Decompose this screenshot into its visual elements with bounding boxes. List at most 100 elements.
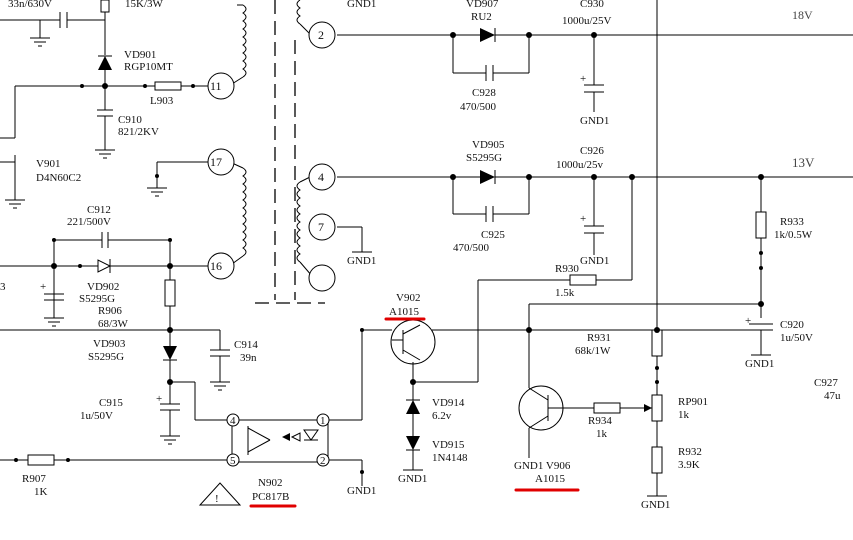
label-gnd-top: GND1 [347,0,376,10]
opto-pin-5 [226,453,240,467]
opto-pin2-label: 2 [320,455,326,467]
pin11-label: 11 [210,79,222,93]
vd914-zener-symbol [406,400,420,414]
v901-mosfet [0,155,25,209]
label-vd905: VD905 [472,139,505,151]
warning-triangle-icon: ! [198,482,242,506]
label-r907: R907 [22,473,46,485]
svg-text:+: + [580,213,586,225]
pin17-label: 17 [210,155,222,169]
pin7-ground [337,226,372,253]
vd905-diode-symbol [480,170,495,184]
label-l903: L903 [150,95,174,107]
label-vd914: VD914 [432,397,465,409]
label-d4n60c2: D4N60C2 [36,172,81,184]
label-c926-value: 1000u/25v [556,159,604,171]
pin2-label: 2 [318,28,324,42]
primary-snubber-section [0,0,209,159]
svg-text:+: + [156,393,162,405]
label-vd915-value: 1N4148 [432,452,468,464]
rp901-potentiometer [651,394,663,422]
opto-pin-2 [316,453,330,467]
pin-2 [308,21,336,49]
label-r930: R930 [555,263,579,275]
rail-18v-circuit: + [337,0,853,330]
rail-18v-label: 18V [792,8,813,22]
label-r934: R934 [588,415,612,427]
label-rgp10mt: RGP10MT [124,61,173,73]
label-rp901-value: 1k [678,409,690,421]
opto-pin1-label: 1 [320,415,326,427]
label-s5295g-vd905: S5295G [466,152,502,164]
label-gnd-vd915: GND1 [398,473,427,485]
label-c925-value: 470/500 [453,242,490,254]
label-r931: R931 [587,332,611,344]
r930-resistor [569,274,597,286]
label-r906: R906 [98,305,122,317]
label-c930-value: 1000u/25V [562,15,612,27]
label-top-res: 15K/3W [125,0,164,10]
pin17-ground [147,161,208,197]
label-gnd-divider: GND1 [641,499,670,511]
l903-inductor [154,81,182,91]
label-ru2: RU2 [471,11,492,23]
svg-text:+: + [40,281,46,293]
svg-text:!: ! [215,493,219,505]
pin16-label: 16 [210,259,222,273]
label-top-left-cap: 33n/630V [8,0,52,10]
vd902-diode-symbol [97,259,112,273]
label-vd907: VD907 [466,0,499,10]
component-labels: 33n/630V 15K/3W GND1 VD907 RU2 C930 1000… [0,0,841,511]
feedback-circuit: + [413,274,773,388]
svg-text:+: + [745,315,751,327]
svg-text:+: + [580,73,586,85]
label-r931-value: 68k/1W [575,345,611,357]
transformer-pins [207,21,336,467]
vd903-diode-symbol [163,346,177,360]
label-gnd1-v906: GND1 V906 [514,460,571,472]
label-rp901: RP901 [678,396,708,408]
label-v902: V902 [396,292,420,304]
rail-13v-label: 13V [792,155,815,170]
label-r906-value: 68/3W [98,318,129,330]
pin-17 [207,148,235,176]
label-r932: R932 [678,446,702,458]
vd901-diode-symbol [98,56,112,70]
opto-pin-4 [226,413,240,427]
label-r933-value: 1k/0.5W [774,229,813,241]
pin4-label: 4 [318,170,324,184]
label-vd901: VD901 [124,49,156,61]
label-pc817b: PC817B [252,491,289,503]
label-gnd-c930: GND1 [580,115,609,127]
aux-winding-network: + + [0,232,232,445]
label-r934-value: 1k [596,428,608,440]
label-c925: C925 [481,229,505,241]
r907-resistor [27,454,55,466]
label-c910: C910 [118,114,142,126]
label-r933: R933 [780,216,804,228]
label-c920: C920 [780,319,804,331]
label-c920-value: 1u/50V [780,332,813,344]
label-n902: N902 [258,477,282,489]
label-c915-value: 1u/50V [80,410,113,422]
label-c928: C928 [472,87,496,99]
optocoupler-n902 [231,328,392,486]
label-c914-value: 39n [240,352,257,364]
label-c926: C926 [580,145,604,157]
r906-resistor [164,279,176,307]
transformer-isolation-lines [255,0,325,304]
label-vd915: VD915 [432,439,465,451]
label-c930: C930 [580,0,604,10]
opto-pin-1 [316,413,330,427]
label-vd903: VD903 [93,338,126,350]
pin-7 [308,213,336,241]
r931-resistor [651,329,663,357]
r932-resistor [651,446,663,474]
label-c914: C914 [234,339,258,351]
label-gnd-c920: GND1 [745,358,774,370]
label-r907-value: 1K [34,486,48,498]
vd915-diode-symbol [406,436,420,450]
opto-pin4-label: 4 [230,415,236,427]
voltage-divider [647,327,667,497]
label-vd903-value: S5295G [88,351,124,363]
